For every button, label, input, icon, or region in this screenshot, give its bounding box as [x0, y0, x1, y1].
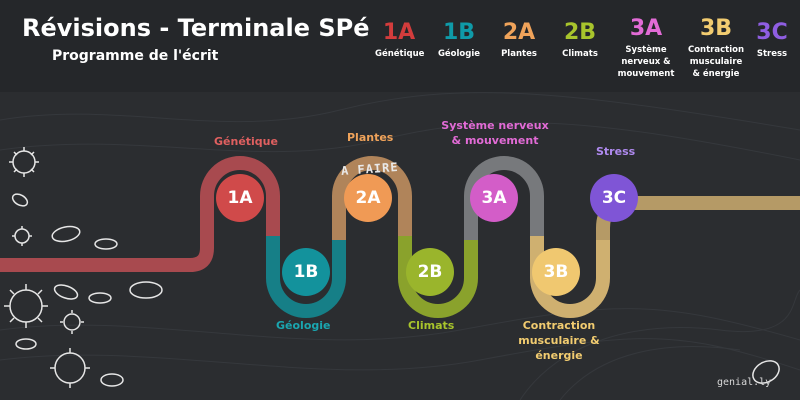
bacteria-icon	[51, 225, 81, 243]
virus-icon	[50, 348, 90, 388]
legend-code: 2B	[563, 20, 597, 45]
bacteria-icon	[11, 193, 29, 207]
legend-code: 3C	[756, 20, 788, 45]
legend-item-3a[interactable]: 3A Système nerveux & mouvement	[616, 16, 676, 80]
page-title: Révisions - Terminale SPé	[22, 14, 370, 42]
road-path	[0, 156, 800, 318]
bacteria-icon	[129, 281, 163, 299]
legend-label: Contraction musculaire & énergie	[687, 45, 745, 79]
pin-2b[interactable]: 2B	[406, 248, 454, 296]
pin-label-2a: Plantes	[347, 131, 394, 144]
virus-icon	[60, 310, 84, 334]
legend-code: 1B	[442, 20, 476, 45]
pin-label-1b: Géologie	[276, 319, 331, 332]
legend-label: Climats	[562, 49, 598, 59]
bacteria-icon	[94, 238, 118, 250]
pin-label-3a: Système nerveux & mouvement	[441, 119, 549, 147]
legend-label: Stress	[756, 49, 788, 59]
legend-item-3c[interactable]: 3C Stress	[754, 20, 790, 60]
pin-2a[interactable]: 2A	[344, 174, 392, 222]
pin-label-1a: Génétique	[214, 135, 278, 148]
bacteria-icon	[88, 292, 112, 304]
pin-label-3b: Contraction musculaire & énergie	[518, 319, 600, 362]
legend-item-2a[interactable]: 2A Plantes	[496, 20, 542, 60]
legend-label: Génétique	[375, 49, 425, 59]
legend-code: 2A	[502, 20, 536, 45]
legend-label: Plantes	[501, 49, 537, 59]
legend-code: 3A	[629, 16, 663, 41]
pin-label-2b: Climats	[408, 319, 455, 332]
background-contour-lines	[0, 92, 800, 400]
virus-icon	[9, 147, 39, 177]
legend-item-1a[interactable]: 1A Génétique	[375, 20, 425, 60]
page-subtitle: Programme de l'écrit	[52, 48, 219, 64]
legend-label: Système nerveux & mouvement	[617, 45, 675, 79]
bacteria-icon	[15, 338, 37, 350]
watermark: genial.ly	[717, 377, 772, 388]
pin-label-3c: Stress	[596, 145, 636, 158]
pin-3b[interactable]: 3B	[532, 248, 580, 296]
legend-code: 1A	[382, 20, 416, 45]
bacteria-icon	[752, 360, 780, 384]
pin-1a[interactable]: 1A	[216, 174, 264, 222]
header-bar: Révisions - Terminale SPé Programme de l…	[0, 0, 800, 92]
virus-icon	[4, 284, 48, 328]
legend-label: Géologie	[437, 49, 481, 59]
legend-code: 3B	[699, 16, 733, 41]
legend-item-1b[interactable]: 1B Géologie	[436, 20, 482, 60]
pin-3c[interactable]: 3C	[590, 174, 638, 222]
pin-1b[interactable]: 1B	[282, 248, 330, 296]
virus-icon	[12, 226, 32, 246]
decorations	[4, 147, 780, 388]
legend-item-2b[interactable]: 2B Climats	[557, 20, 603, 60]
legend-item-3b[interactable]: 3B Contraction musculaire & énergie	[686, 16, 746, 80]
pin-3a[interactable]: 3A	[470, 174, 518, 222]
bacteria-icon	[53, 284, 79, 300]
bacteria-icon	[100, 373, 124, 387]
